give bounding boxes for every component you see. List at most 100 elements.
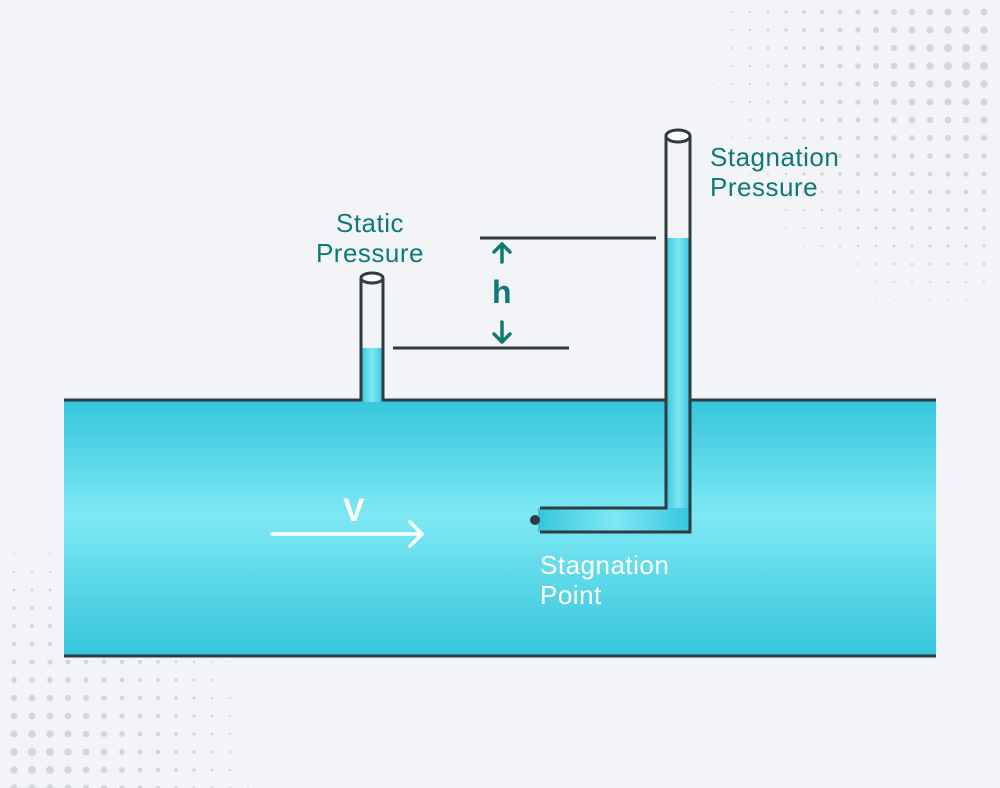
background-dot xyxy=(910,244,914,248)
background-dot xyxy=(156,678,160,682)
background-dot xyxy=(980,134,988,142)
background-dot xyxy=(873,117,879,123)
background-dot xyxy=(856,190,860,194)
background-dot xyxy=(730,64,734,68)
stagnation-pressure-label-line1: Stagnation xyxy=(710,142,840,172)
background-dot xyxy=(821,263,823,265)
background-dot xyxy=(819,99,825,105)
background-dot xyxy=(890,80,898,88)
background-dot xyxy=(784,100,788,104)
background-dot xyxy=(855,135,861,141)
background-dot xyxy=(137,695,143,701)
background-dot xyxy=(64,712,72,720)
stagnation-pressure-label-line2: Pressure xyxy=(710,172,819,202)
static-pressure-label-line2: Pressure xyxy=(315,238,425,268)
background-dot xyxy=(83,695,89,701)
background-dot xyxy=(137,749,143,755)
background-dot xyxy=(785,245,787,247)
background-dot xyxy=(12,588,16,592)
background-dot xyxy=(873,153,879,159)
background-dot xyxy=(31,553,33,555)
stagnation-point-label-line2: Point xyxy=(540,580,602,610)
background-dot xyxy=(100,748,108,756)
background-dot xyxy=(11,659,17,665)
background-dot xyxy=(29,659,35,665)
background-dot xyxy=(247,697,249,699)
background-dot xyxy=(28,784,36,788)
pipe-fluid xyxy=(64,400,936,656)
background-dot xyxy=(856,262,860,266)
background-dot xyxy=(873,81,879,87)
background-dot xyxy=(731,101,733,103)
background-dot xyxy=(229,697,231,699)
background-dot xyxy=(839,281,841,283)
background-dot xyxy=(893,299,895,301)
background-dot xyxy=(856,208,860,212)
background-dot xyxy=(908,80,916,88)
background-dot xyxy=(910,280,914,284)
background-dot xyxy=(766,118,770,122)
background-dot xyxy=(819,9,825,15)
background-dot xyxy=(731,11,733,13)
background-dot xyxy=(29,623,35,629)
background-dot xyxy=(983,299,985,301)
background-dot xyxy=(837,81,843,87)
background-dot xyxy=(748,100,752,104)
background-dot xyxy=(855,27,861,33)
background-dot xyxy=(119,659,125,665)
background-dot xyxy=(101,659,107,665)
down-arrow-icon xyxy=(492,320,512,344)
background-dot xyxy=(908,8,916,16)
background-dot xyxy=(100,766,108,774)
background-dot xyxy=(155,695,161,701)
background-dot xyxy=(982,280,986,284)
background-dot xyxy=(210,768,214,772)
background-dot xyxy=(766,154,770,158)
background-dot xyxy=(30,606,34,610)
background-dot xyxy=(819,117,825,123)
background-dot xyxy=(137,785,143,788)
background-dot xyxy=(155,785,161,788)
background-dot xyxy=(28,712,36,720)
background-dot xyxy=(980,8,988,16)
background-dot xyxy=(11,677,17,683)
background-dot xyxy=(100,730,108,738)
background-dot xyxy=(855,171,861,177)
background-dot xyxy=(802,28,806,32)
background-dot xyxy=(982,244,986,248)
background-dot xyxy=(13,553,15,555)
background-dot xyxy=(766,28,770,32)
stagnation-tube-outer-wall xyxy=(540,136,692,534)
background-dot xyxy=(766,136,770,140)
background-dot xyxy=(229,661,231,663)
background-dot xyxy=(748,46,752,50)
background-dot xyxy=(30,588,34,592)
background-dot xyxy=(891,171,897,177)
background-dot xyxy=(731,137,733,139)
background-dot xyxy=(890,62,898,70)
background-dot xyxy=(749,173,751,175)
background-dot xyxy=(980,98,988,106)
background-dot xyxy=(965,299,967,301)
background-dot xyxy=(944,116,952,124)
background-dot xyxy=(29,641,35,647)
background-dot xyxy=(12,624,16,628)
background-dot xyxy=(767,209,769,211)
background-dot xyxy=(927,171,933,177)
background-dot xyxy=(27,747,37,757)
background-dot xyxy=(784,10,788,14)
background-dot xyxy=(855,9,861,15)
background-dot xyxy=(65,659,71,665)
background-dot xyxy=(784,46,788,50)
background-dot xyxy=(802,10,806,14)
background-dot xyxy=(892,262,896,266)
background-dot xyxy=(947,299,949,301)
background-dot xyxy=(837,135,843,141)
background-dot xyxy=(837,63,843,69)
background-dot xyxy=(46,694,54,702)
background-dot xyxy=(46,784,54,788)
background-dot xyxy=(945,171,951,177)
background-dot xyxy=(47,677,53,683)
background-dot xyxy=(766,46,770,50)
